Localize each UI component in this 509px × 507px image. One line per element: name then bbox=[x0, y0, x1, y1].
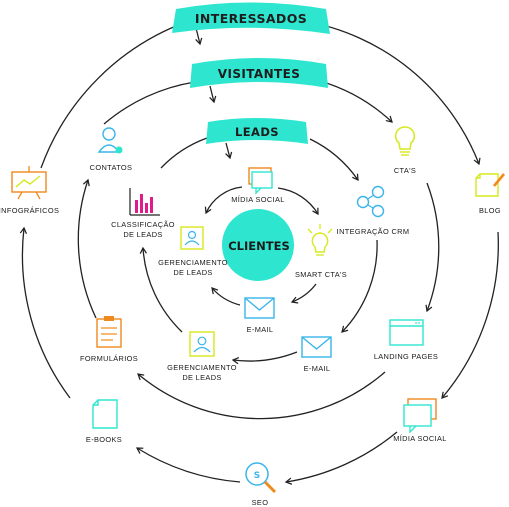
banner-interessados-label: INTERESSADOS bbox=[195, 11, 307, 26]
visitantes-landing-pages: LANDING PAGES bbox=[374, 319, 438, 361]
bar-chart-icon bbox=[129, 188, 160, 216]
outer-midia-social: MÍDIA SOCIAL bbox=[393, 398, 446, 443]
inner-ring bbox=[204, 186, 319, 306]
visitantes-landing-pages-label: LANDING PAGES bbox=[374, 352, 438, 361]
leads-gerenciamento-line1: GERENCIAMENTO bbox=[167, 363, 237, 372]
inner-midia-social: MÍDIA SOCIAL bbox=[231, 167, 284, 204]
ebook-document-icon bbox=[92, 399, 118, 429]
leads-classificacao-line1: CLASSIFICAÇÃO bbox=[111, 220, 175, 229]
lead-card-icon bbox=[180, 226, 204, 250]
svg-text:S: S bbox=[254, 471, 260, 481]
inner-gerenciamento-line1: GERENCIAMENTO bbox=[158, 258, 228, 267]
outer-ebooks: E-BOOKS bbox=[86, 399, 122, 444]
visitantes-ctas: CTA'S bbox=[394, 126, 416, 175]
leads-gerenciamento: GERENCIAMENTO DE LEADS bbox=[167, 331, 237, 382]
inner-integracao-crm-label: INTEGRAÇÃO CRM bbox=[337, 227, 410, 236]
outer-infograficos-label: INFOGRÁFICOS bbox=[0, 206, 59, 215]
lead-card-icon bbox=[189, 331, 215, 357]
banner-leads-label: LEADS bbox=[235, 125, 279, 139]
clientes-circle bbox=[222, 209, 294, 281]
leads-ring bbox=[139, 137, 378, 365]
outer-seo: S SEO bbox=[245, 462, 277, 507]
visitantes-ctas-label: CTA'S bbox=[394, 166, 416, 175]
leads-classificacao-line2: DE LEADS bbox=[123, 230, 162, 239]
outer-ring bbox=[19, 20, 499, 485]
inner-smart-ctas: SMART CTA'S bbox=[295, 224, 347, 279]
clientes-label: CLIENTES bbox=[228, 239, 290, 253]
outer-ebooks-label: E-BOOKS bbox=[86, 435, 122, 444]
envelope-icon bbox=[244, 297, 275, 319]
outer-blog-label: BLOG bbox=[479, 206, 501, 215]
seo-magnifier-icon: S bbox=[245, 462, 277, 494]
leads-email-label: E-MAIL bbox=[304, 364, 331, 373]
visitantes-contatos: CONTATOS bbox=[90, 127, 133, 172]
inner-email-label: E-MAIL bbox=[247, 325, 274, 334]
outer-infograficos: INFOGRÁFICOS bbox=[0, 166, 59, 215]
lightbulb-icon bbox=[394, 126, 416, 156]
inner-email: E-MAIL bbox=[244, 297, 275, 334]
lightbulb-icon bbox=[307, 224, 333, 256]
inner-gerenciamento-line2: DE LEADS bbox=[173, 268, 212, 277]
inner-integracao-crm: INTEGRAÇÃO CRM bbox=[337, 185, 410, 236]
outer-seo-label: SEO bbox=[252, 498, 269, 507]
outer-midia-social-label: MÍDIA SOCIAL bbox=[393, 434, 446, 443]
browser-window-icon bbox=[389, 319, 424, 346]
banner-visitantes: VISITANTES bbox=[190, 58, 328, 88]
visitantes-formularios: FORMULÁRIOS bbox=[80, 316, 138, 363]
inner-midia-social-label: MÍDIA SOCIAL bbox=[231, 195, 284, 204]
envelope-icon bbox=[301, 336, 332, 358]
network-icon bbox=[356, 185, 385, 218]
blog-document-icon bbox=[475, 173, 505, 197]
inner-gerenciamento: GERENCIAMENTO DE LEADS bbox=[158, 226, 228, 277]
banner-interessados: INTERESSADOS bbox=[172, 2, 330, 34]
chat-icon bbox=[403, 398, 437, 434]
banner-visitantes-label: VISITANTES bbox=[218, 67, 300, 81]
center-clientes: CLIENTES bbox=[222, 209, 294, 281]
chat-icon bbox=[248, 167, 273, 195]
contact-person-icon bbox=[97, 127, 123, 154]
leads-gerenciamento-line2: DE LEADS bbox=[182, 373, 221, 382]
banner-leads: LEADS bbox=[206, 118, 308, 144]
leads-classificacao: CLASSIFICAÇÃO DE LEADS bbox=[111, 188, 175, 239]
leads-email: E-MAIL bbox=[301, 336, 332, 373]
form-clipboard-icon bbox=[96, 316, 122, 348]
outer-blog: BLOG bbox=[475, 173, 505, 215]
visitantes-contatos-label: CONTATOS bbox=[90, 163, 133, 172]
visitantes-ring bbox=[77, 80, 440, 420]
inner-smart-ctas-label: SMART CTA'S bbox=[295, 270, 347, 279]
presentation-board-icon bbox=[11, 166, 47, 200]
visitantes-formularios-label: FORMULÁRIOS bbox=[80, 354, 138, 363]
